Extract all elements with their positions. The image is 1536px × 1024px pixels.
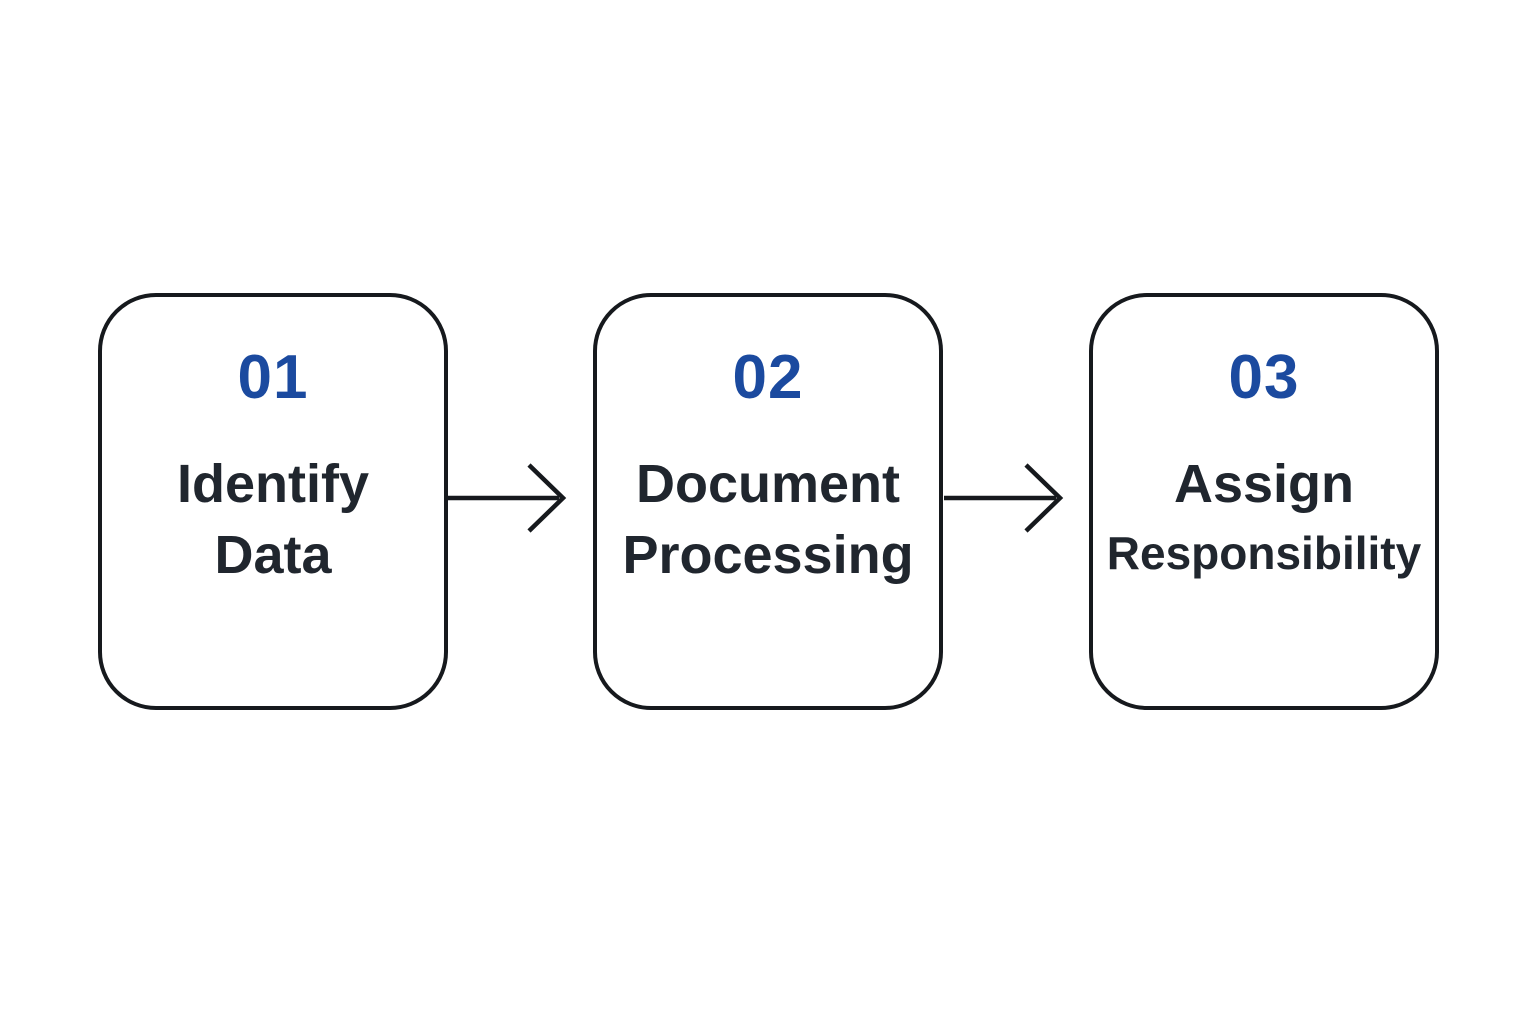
step-label-2-line-1: Document — [635, 454, 900, 514]
step-number-2: 02 — [732, 343, 804, 412]
step-card-2: 02 Document Processing — [593, 293, 943, 710]
step-label-1: Identify Data — [177, 449, 369, 592]
step-label-3-line-2: Responsibility — [1106, 527, 1422, 580]
step-card-1: 01 Identify Data — [98, 293, 448, 710]
step-label-2: Document Processing — [622, 449, 913, 592]
step-label-2-line-2: Processing — [622, 525, 914, 586]
arrow-right-icon — [447, 443, 577, 553]
step-label-3: Assign Responsibility — [1107, 449, 1421, 587]
step-label-1-line-1: Identify — [176, 454, 369, 514]
step-number-1: 01 — [237, 343, 309, 412]
step-number-3: 03 — [1228, 343, 1300, 412]
step-label-3-line-1: Assign — [1173, 454, 1355, 514]
arrow-right-icon — [944, 443, 1074, 553]
step-label-1-line-2: Data — [214, 525, 332, 586]
step-card-3: 03 Assign Responsibility — [1089, 293, 1439, 710]
